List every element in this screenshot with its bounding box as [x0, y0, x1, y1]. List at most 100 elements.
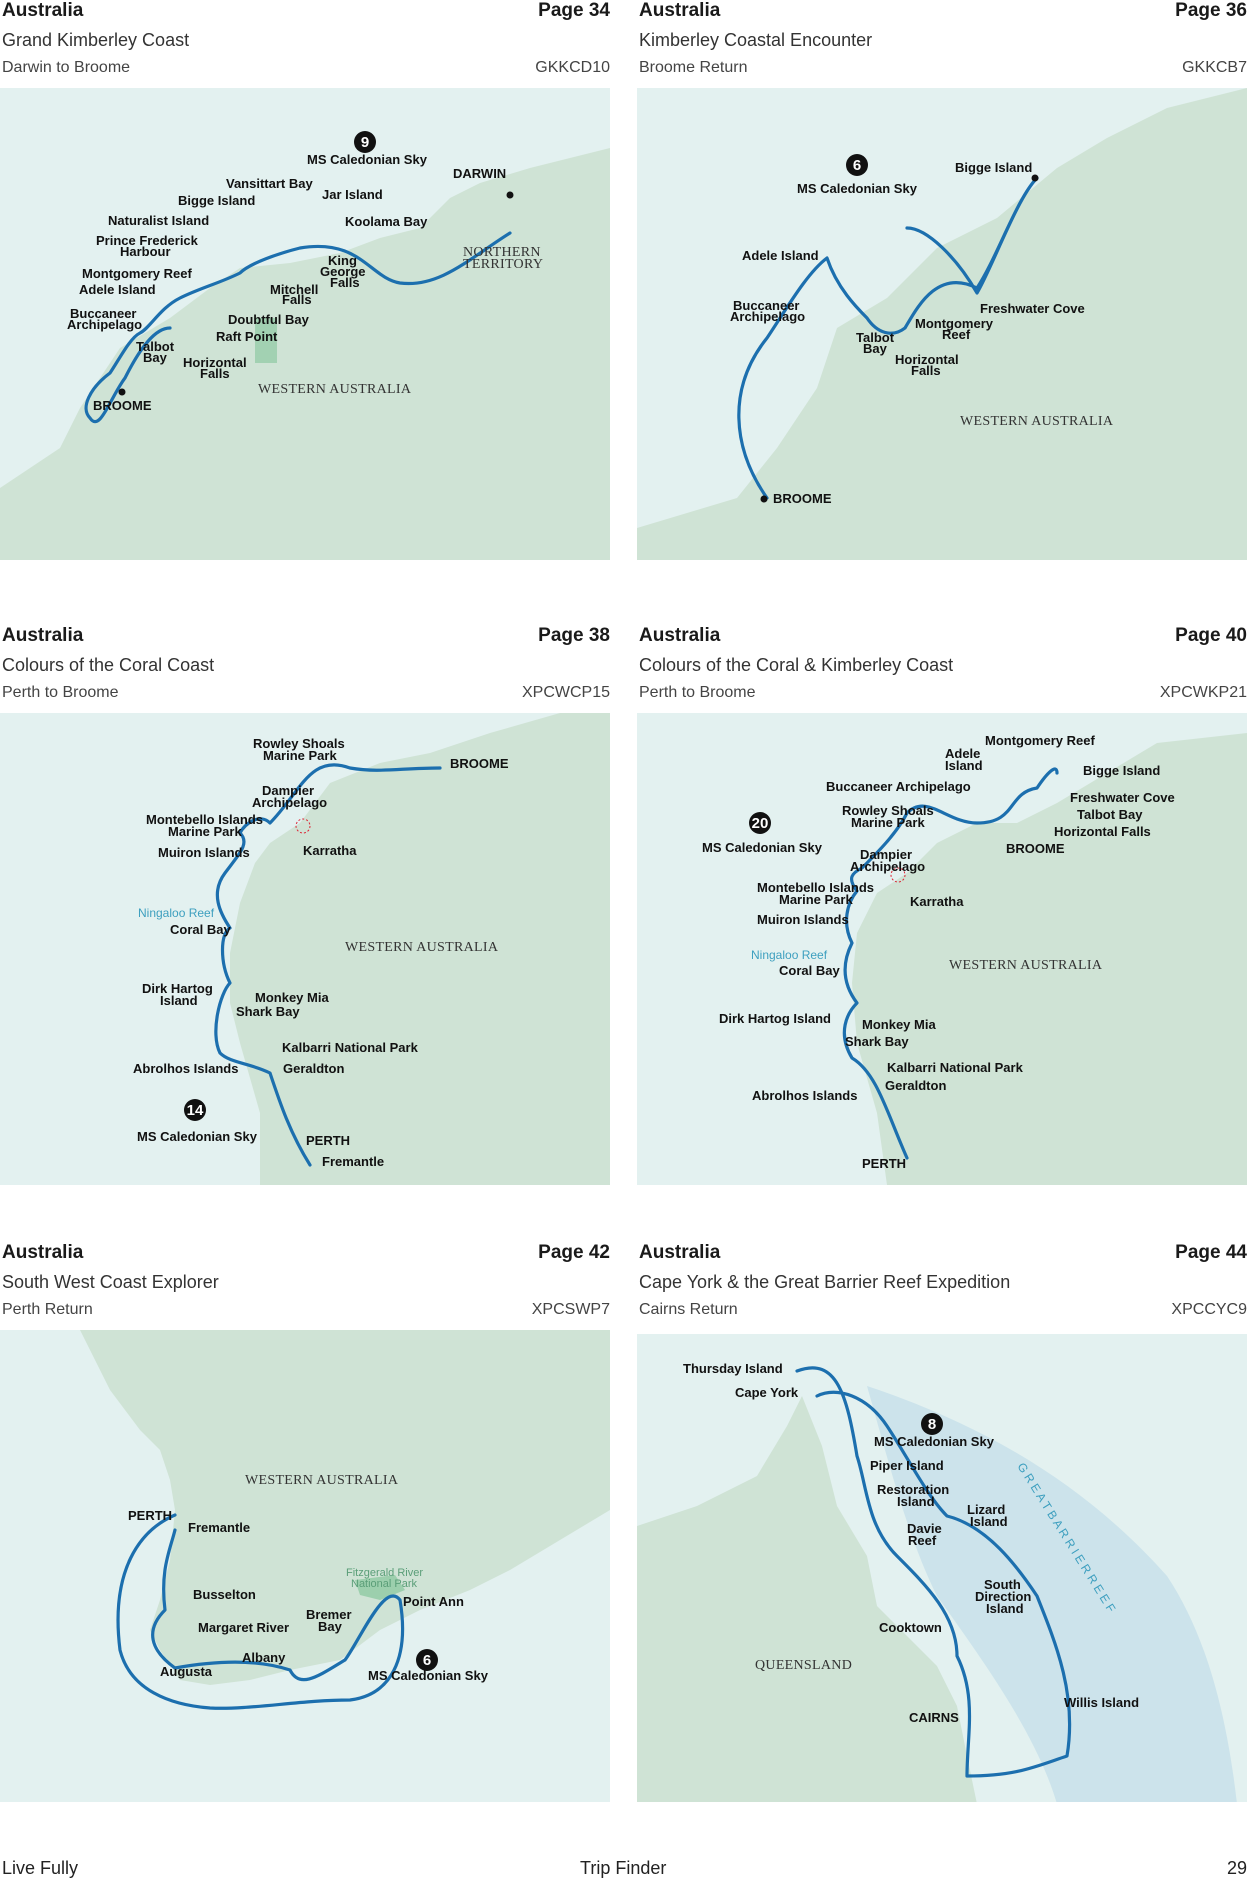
- label-place: Karratha: [303, 843, 357, 858]
- label-place: Cape York: [735, 1385, 799, 1400]
- label-place: Raft Point: [216, 329, 278, 344]
- page-number: 29: [1226, 1858, 1247, 1878]
- route-line: [737, 176, 1039, 500]
- land-mass: [852, 733, 1247, 1185]
- trip-route: Perth to Broome: [639, 684, 756, 701]
- itinerary-card-2[interactable]: Australia Page 36 Kimberley Coastal Enco…: [637, 0, 1247, 560]
- label-place: Muiron Islands: [757, 912, 849, 927]
- route-line: [214, 763, 442, 1167]
- label-broome: BROOME: [1006, 841, 1065, 856]
- label-place: Island: [945, 758, 983, 773]
- map-graphic: 9 MS Caledonian Sky DARWIN NORTHERN TERR…: [0, 131, 610, 560]
- page-ref[interactable]: Page 34: [538, 0, 610, 21]
- label-place: Marine Park: [263, 748, 337, 763]
- svg-text:14: 14: [187, 1102, 204, 1119]
- label-place: Buccaneer: [733, 298, 799, 313]
- country-label: Australia: [2, 625, 84, 646]
- label-place: Mitchell: [270, 282, 318, 297]
- page-ref[interactable]: Page 44: [1175, 1242, 1247, 1263]
- label-place: Jar Island: [322, 187, 383, 202]
- label-place: Reef: [908, 1533, 937, 1548]
- label-place: Abrolhos Islands: [752, 1088, 857, 1103]
- ship-label: MS Caledonian Sky: [874, 1434, 995, 1449]
- route-line: [116, 1513, 405, 1710]
- label-place: Archipelago: [850, 859, 925, 874]
- route-map: Rowley Shoals Marine Park BROOME Dampier…: [0, 713, 610, 1185]
- ship-label: MS Caledonian Sky: [307, 152, 428, 167]
- trip-code: GKKCD10: [535, 59, 610, 76]
- label-place: Buccaneer Archipelago: [826, 779, 971, 794]
- label-place: Point Ann: [403, 1594, 464, 1609]
- label-place: Bay: [863, 341, 888, 356]
- trip-title[interactable]: Cape York & the Great Barrier Reef Exped…: [639, 1272, 1011, 1292]
- label-place: Lizard: [967, 1502, 1005, 1517]
- label-place: Thursday Island: [683, 1361, 783, 1376]
- label-place: Bigge Island: [1083, 763, 1160, 778]
- route-map: Thursday Island Cape York 8 MS Caledonia…: [637, 1334, 1247, 1802]
- itinerary-card-3[interactable]: Australia Page 38 Colours of the Coral C…: [0, 625, 610, 1185]
- label-place: Albany: [242, 1650, 286, 1665]
- itinerary-card-6[interactable]: Australia Page 44 Cape York & the Great …: [637, 1242, 1247, 1802]
- marker-ship: 9: [354, 131, 376, 153]
- land-mass: [80, 1330, 610, 1685]
- itinerary-card-1[interactable]: Australia Page 34 Grand Kimberley Coast …: [0, 0, 610, 560]
- label-place: Fremantle: [188, 1520, 250, 1535]
- label-place: Montebello Islands: [146, 812, 263, 827]
- label-place: Dirk Hartog: [142, 981, 213, 996]
- itinerary-card-4[interactable]: Australia Page 40 Colours of the Coral &…: [637, 625, 1247, 1185]
- label-place: Horizontal: [183, 355, 247, 370]
- trip-route: Darwin to Broome: [2, 59, 131, 76]
- trip-title[interactable]: Kimberley Coastal Encounter: [639, 30, 873, 50]
- itinerary-card-5[interactable]: Australia Page 42 South West Coast Explo…: [0, 1242, 610, 1802]
- page-ref[interactable]: Page 36: [1175, 0, 1247, 21]
- label-place: Falls: [911, 363, 941, 378]
- label-place: Adele: [945, 746, 980, 761]
- trip-title[interactable]: South West Coast Explorer: [2, 1272, 219, 1292]
- label-place: Busselton: [193, 1587, 256, 1602]
- label-place: Naturalist Island: [108, 213, 209, 228]
- label-place: Shark Bay: [845, 1034, 909, 1049]
- label-place: Vansittart Bay: [226, 176, 313, 191]
- trip-title[interactable]: Grand Kimberley Coast: [2, 30, 190, 50]
- map-graphic: 6 MS Caledonian Sky Bigge Island Adele I…: [637, 88, 1247, 560]
- label-place: Archipelago: [252, 795, 327, 810]
- label-place: Koolama Bay: [345, 214, 428, 229]
- reef-label: Ningaloo Reef: [138, 906, 215, 920]
- route-map: 6 MS Caledonian Sky Bigge Island Adele I…: [637, 88, 1247, 560]
- page-ref[interactable]: Page 38: [538, 625, 610, 646]
- label-place: Bremer: [306, 1607, 352, 1622]
- label-darwin: DARWIN: [453, 166, 506, 181]
- route-map: 9 MS Caledonian Sky DARWIN NORTHERN TERR…: [0, 88, 610, 560]
- label-place: Bigge Island: [955, 160, 1032, 175]
- label-place: Horizontal Falls: [1054, 824, 1151, 839]
- label-place: George: [320, 264, 366, 279]
- label-place: Fremantle: [322, 1154, 384, 1169]
- region-label: WESTERN AUSTRALIA: [245, 1473, 399, 1488]
- label-place: South: [984, 1577, 1021, 1592]
- page-ref[interactable]: Page 42: [538, 1242, 610, 1263]
- label-place: Restoration: [877, 1482, 949, 1497]
- page-ref[interactable]: Page 40: [1175, 625, 1247, 646]
- label-place: Falls: [330, 275, 360, 290]
- trip-title[interactable]: Colours of the Coral Coast: [2, 655, 215, 675]
- svg-text:6: 6: [423, 1652, 431, 1669]
- park-label: National Park: [351, 1578, 418, 1590]
- label-place: Talbot Bay: [1077, 807, 1143, 822]
- label-place: Island: [986, 1601, 1024, 1616]
- trip-code: XPCWCP15: [521, 684, 610, 701]
- label-place: Marine Park: [779, 892, 853, 907]
- label-place: Margaret River: [198, 1620, 289, 1635]
- footer-left: Live Fully: [2, 1858, 79, 1878]
- label-place: Karratha: [910, 894, 964, 909]
- label-place: Augusta: [160, 1664, 213, 1679]
- trip-title[interactable]: Colours of the Coral & Kimberley Coast: [639, 655, 954, 675]
- label-place: Archipelago: [67, 317, 142, 332]
- footer-center: Trip Finder: [580, 1858, 667, 1878]
- label-place: Adele Island: [79, 282, 156, 297]
- region-label: WESTERN AUSTRALIA: [258, 382, 412, 397]
- label-place: Falls: [200, 366, 230, 381]
- label-place: Freshwater Cove: [1070, 790, 1175, 805]
- country-label: Australia: [2, 1242, 84, 1263]
- land-mass: [0, 148, 610, 560]
- label-place: Bay: [143, 350, 168, 365]
